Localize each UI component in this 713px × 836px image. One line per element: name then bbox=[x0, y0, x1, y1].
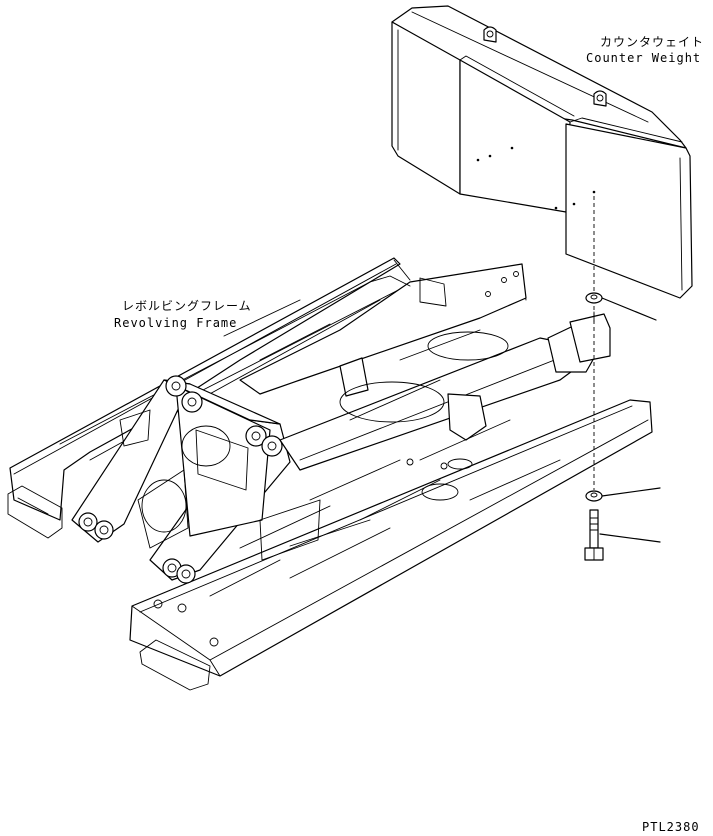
lower-washer bbox=[585, 490, 603, 502]
upper-washer bbox=[585, 292, 603, 304]
counterweight-label-en: Counter Weight bbox=[586, 51, 701, 65]
revolving-frame bbox=[7, 257, 653, 691]
fasteners bbox=[584, 292, 604, 561]
counterweight bbox=[391, 5, 693, 299]
counterweight-label-jp: カウンタウェイト bbox=[600, 35, 704, 49]
revolving-frame-label-en: Revolving Frame bbox=[114, 316, 237, 330]
revolving-frame-label-jp: レボルビングフレーム bbox=[122, 299, 252, 313]
bolt bbox=[584, 509, 604, 561]
drawing-code: PTL2380 bbox=[642, 820, 700, 834]
leader-lines bbox=[599, 297, 661, 543]
